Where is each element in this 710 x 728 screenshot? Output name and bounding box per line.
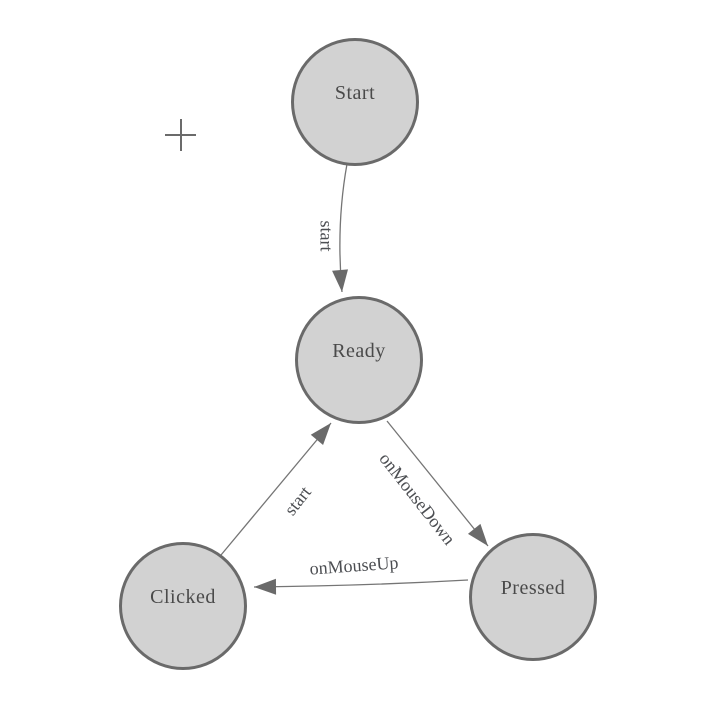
edge-label-ready-to-pressed[interactable]: onMouseDown [375, 448, 460, 549]
edge-label-start-to-ready[interactable]: start [316, 220, 337, 252]
edge-clicked-to-ready[interactable] [220, 422, 332, 556]
state-node-pressed[interactable]: Pressed [469, 533, 597, 661]
edge-clicked-to-ready-line[interactable] [220, 422, 332, 556]
edge-pressed-to-clicked[interactable] [253, 578, 469, 595]
state-node-ready[interactable]: Ready [295, 296, 423, 424]
state-node-pressed-label: Pressed [500, 576, 566, 599]
plus-icon-vertical-bar [180, 119, 182, 151]
edge-start-to-ready[interactable] [332, 163, 349, 293]
edge-ready-to-pressed-line[interactable] [386, 420, 489, 547]
add-state-icon[interactable] [165, 119, 197, 151]
state-node-clicked[interactable]: Clicked [119, 542, 247, 670]
state-node-ready-label: Ready [332, 339, 386, 362]
edge-label-pressed-to-clicked[interactable]: onMouseUp [308, 552, 400, 579]
state-node-clicked-label: Clicked [150, 585, 216, 608]
edge-label-clicked-to-ready[interactable]: start [280, 482, 316, 520]
state-node-start-label: Start [334, 81, 376, 104]
state-node-start[interactable]: Start [291, 38, 419, 166]
edge-pressed-to-clicked-line[interactable] [253, 578, 469, 595]
edge-ready-to-pressed[interactable] [386, 420, 489, 547]
edge-start-to-ready-line[interactable] [332, 163, 349, 293]
